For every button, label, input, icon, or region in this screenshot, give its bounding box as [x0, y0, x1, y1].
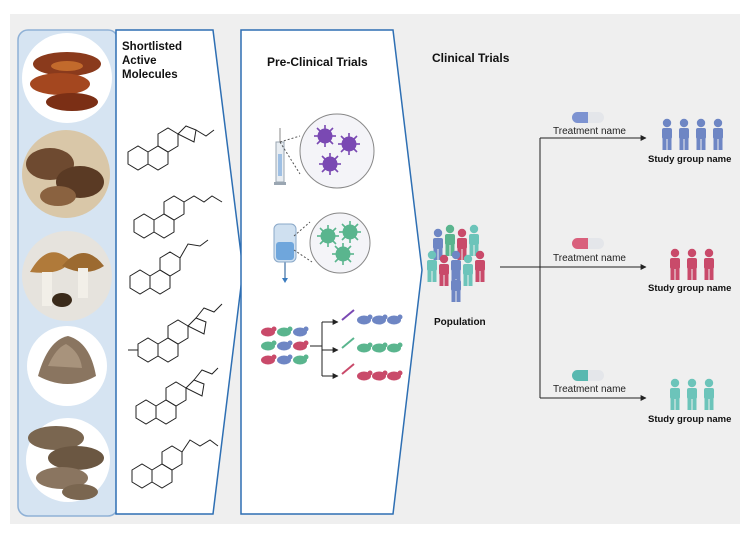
population-label: Population	[434, 317, 486, 328]
molecule-3	[129, 239, 209, 295]
treatment-arm-3: Treatment name Study group name	[553, 370, 731, 425]
cells-magnified-circle	[309, 212, 371, 274]
study-group-people-icon	[662, 118, 723, 150]
study-group-label: Study group name	[648, 283, 731, 294]
clinical-section: Clinical Trials Population	[427, 51, 731, 425]
treatment-label: Treatment name	[553, 126, 626, 137]
molecules-title-line2: Active	[122, 55, 157, 67]
figure-svg: Shortlisted Active Molecules	[17, 29, 731, 517]
shiitake-mushroom-image	[22, 130, 110, 218]
molecule-structures	[127, 125, 223, 489]
preclinical-panel: Pre-Clinical Trials	[240, 29, 423, 515]
molecule-4	[128, 303, 223, 363]
capsule-icon	[572, 370, 604, 381]
treatment-label: Treatment name	[553, 384, 626, 395]
molecule-2	[133, 195, 223, 239]
reishi-mushroom-image	[22, 33, 112, 123]
maitake-mushroom-image	[27, 326, 107, 406]
molecule-1	[127, 125, 215, 171]
study-group-people-icon	[670, 378, 714, 410]
trial-branch-lines	[500, 135, 647, 401]
treatment-arm-1: Treatment name Study group name	[553, 112, 731, 165]
mice-source-group	[255, 326, 309, 365]
clinical-title: Clinical Trials	[432, 51, 510, 65]
study-group-label: Study group name	[648, 414, 731, 425]
study-group-people-icon	[670, 248, 714, 280]
virus-magnified-circle	[299, 113, 375, 189]
oyster-mushroom-image	[26, 418, 110, 502]
mice-branch-arrows	[310, 319, 339, 379]
treatment-arm-2: Treatment name Study group name	[553, 238, 731, 294]
mushroom-panel	[17, 29, 119, 517]
cap-mushroom-image	[22, 231, 112, 321]
molecule-5	[135, 367, 219, 425]
molecules-title-line3: Molecules	[122, 69, 178, 81]
mice-groups	[255, 309, 403, 381]
iv-bag-icon	[273, 221, 313, 283]
capsule-icon	[572, 112, 604, 123]
treatment-label: Treatment name	[553, 253, 626, 264]
figure-canvas: Shortlisted Active Molecules	[10, 14, 740, 524]
capsule-icon	[572, 238, 604, 249]
population-people-icon	[427, 224, 485, 302]
syringe-icon	[274, 128, 301, 185]
study-group-label: Study group name	[648, 154, 731, 165]
molecules-panel: Shortlisted Active Molecules	[115, 29, 244, 515]
molecule-6	[131, 439, 219, 489]
molecules-title-line1: Shortlisted	[122, 41, 182, 53]
preclinical-title: Pre-Clinical Trials	[267, 55, 368, 69]
small-syringes	[341, 309, 355, 375]
